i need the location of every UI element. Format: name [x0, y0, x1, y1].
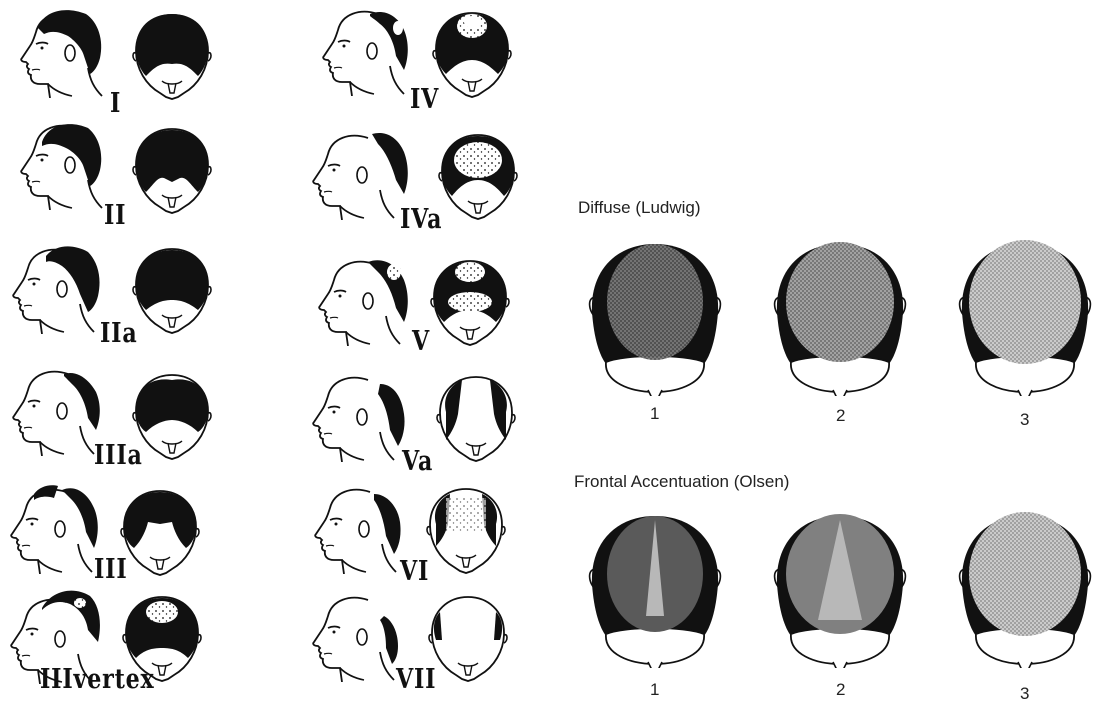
olsen-grade-2-head — [775, 514, 906, 670]
ludwig-grade-1-head — [590, 244, 721, 398]
olsen-grade-1-label: 1 — [650, 680, 659, 700]
norwood-label-vi: VI — [400, 556, 429, 587]
olsen-grade-3-head — [960, 512, 1091, 670]
norwood-stage-i-drawings — [21, 10, 211, 99]
olsen-heading: Frontal Accentuation (Olsen) — [574, 472, 789, 492]
ludwig-grade-2-head — [775, 242, 906, 398]
norwood-label-iv: IV — [410, 84, 439, 115]
olsen-grade-1-head — [590, 516, 721, 670]
ludwig-heading: Diffuse (Ludwig) — [578, 198, 701, 218]
norwood-label-i: I — [110, 88, 121, 119]
olsen-grade-2-label: 2 — [836, 680, 845, 700]
norwood-label-va: Va — [402, 446, 433, 477]
olsen-grade-3-label: 3 — [1020, 684, 1029, 704]
norwood-label-iii: III — [94, 554, 128, 585]
ludwig-grade-3-label: 3 — [1020, 410, 1029, 430]
norwood-label-iva: IVa — [400, 204, 442, 235]
ludwig-grade-1-label: 1 — [650, 404, 659, 424]
norwood-label-vii: VII — [396, 664, 436, 695]
norwood-label-ii: II — [104, 200, 126, 231]
norwood-label-v: V — [412, 326, 430, 357]
norwood-label-iii-vertex: IIIvertex — [40, 664, 155, 695]
ludwig-grade-3-head — [960, 240, 1091, 398]
ludwig-grade-2-label: 2 — [836, 406, 845, 426]
norwood-label-iiia: IIIa — [94, 440, 143, 471]
norwood-label-iia: IIa — [100, 318, 138, 349]
